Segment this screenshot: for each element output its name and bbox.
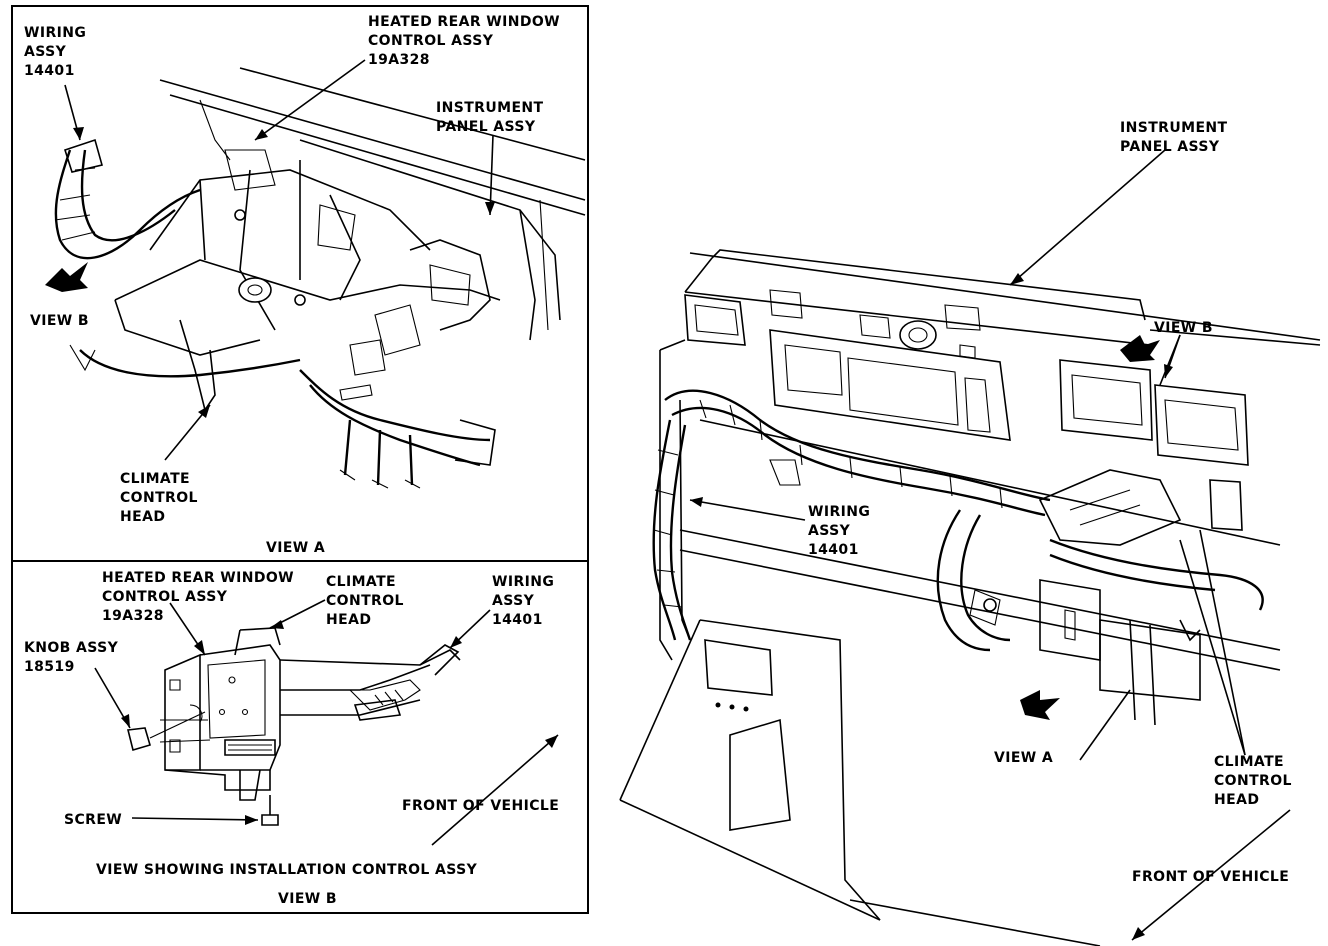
va-instrument-panel-l2: PANEL ASSY [436, 119, 536, 135]
vb-knob-l1: KNOB ASSY [24, 640, 119, 656]
vb-climate-l2: CONTROL [326, 593, 404, 609]
vb-caption: VIEW B [278, 891, 337, 907]
main-wiring-l1: WIRING [808, 504, 870, 520]
vb-heated-rear-l3: 19A328 [102, 608, 164, 624]
main-climate-l2: CONTROL [1214, 773, 1292, 789]
vb-screw: SCREW [64, 812, 122, 828]
va-heated-rear-l3: 19A328 [368, 52, 430, 68]
main-climate-l3: HEAD [1214, 792, 1259, 808]
va-heated-rear-l1: HEATED REAR WINDOW [368, 14, 560, 30]
vb-wiring-l1: WIRING [492, 574, 554, 590]
vb-front-of-vehicle: FRONT OF VEHICLE [402, 798, 559, 814]
main-wiring-l3: 14401 [808, 542, 859, 558]
vb-wiring-l2: ASSY [492, 593, 535, 609]
vb-caption-main: VIEW SHOWING INSTALLATION CONTROL ASSY [96, 862, 478, 878]
main-front-of-vehicle: FRONT OF VEHICLE [1132, 869, 1289, 885]
vb-heated-rear-l2: CONTROL ASSY [102, 589, 228, 605]
view-b-frame [11, 560, 589, 914]
vb-wiring-l3: 14401 [492, 612, 543, 628]
view-a-drawing [45, 59, 586, 489]
main-instrument-panel-l1: INSTRUMENT [1120, 120, 1228, 136]
va-wiring-assy-l3: 14401 [24, 63, 75, 79]
vb-knob-l2: 18519 [24, 659, 75, 675]
vb-climate-l1: CLIMATE [326, 574, 396, 590]
main-view-a: VIEW A [994, 750, 1053, 766]
main-view-b: VIEW B [1154, 320, 1213, 336]
view-a-frame [11, 5, 589, 562]
va-caption: VIEW A [266, 540, 325, 556]
main-instrument-panel-l2: PANEL ASSY [1120, 139, 1220, 155]
va-climate-l1: CLIMATE [120, 471, 190, 487]
va-climate-l3: HEAD [120, 509, 165, 525]
va-wiring-assy-l1: WIRING [24, 25, 86, 41]
va-climate-l2: CONTROL [120, 490, 198, 506]
va-view-b-label: VIEW B [30, 313, 89, 329]
va-wiring-assy-l2: ASSY [24, 44, 67, 60]
view-b-drawing [94, 599, 559, 846]
main-drawing [619, 149, 1321, 946]
main-wiring-l2: ASSY [808, 523, 851, 539]
main-climate-l1: CLIMATE [1214, 754, 1284, 770]
vb-heated-rear-l1: HEATED REAR WINDOW [102, 570, 294, 586]
vb-climate-l3: HEAD [326, 612, 371, 628]
va-heated-rear-l2: CONTROL ASSY [368, 33, 494, 49]
va-instrument-panel-l1: INSTRUMENT [436, 100, 544, 116]
